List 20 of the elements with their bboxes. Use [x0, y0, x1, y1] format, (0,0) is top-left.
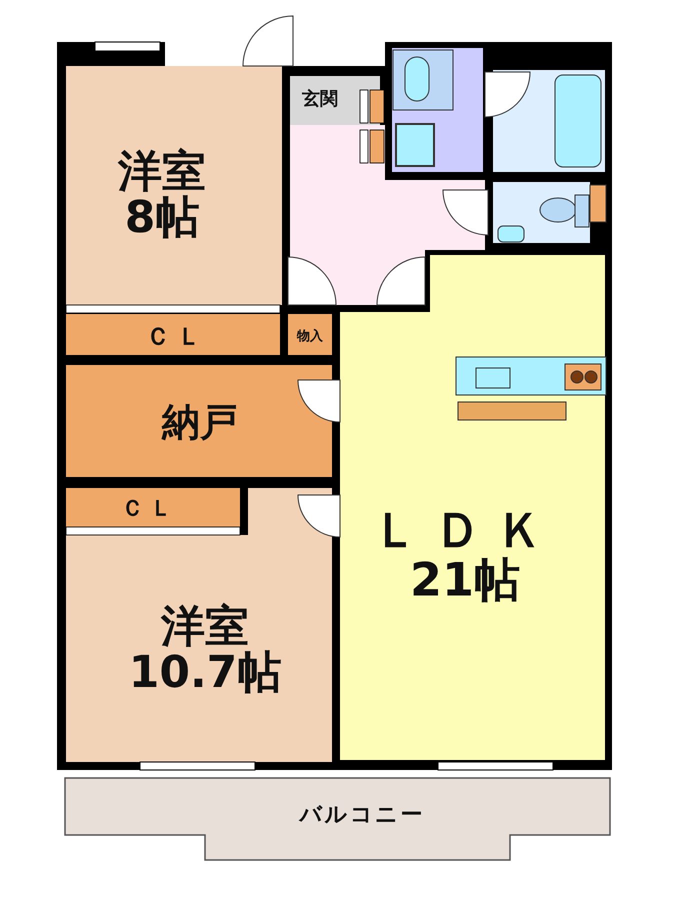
storage [288, 314, 332, 355]
bedroom [66, 66, 282, 305]
room-label: 物入 [297, 330, 323, 344]
room-label: 21帖 [410, 556, 520, 604]
bedroom [66, 488, 332, 762]
room-label: バルコニー [300, 803, 424, 827]
room-label: 洋室 [161, 604, 249, 650]
room-label: 10.7帖 [128, 650, 282, 696]
storeroom [66, 365, 332, 477]
closet [66, 488, 240, 527]
balcony [65, 778, 610, 860]
room-label: 洋室 [118, 148, 206, 195]
living-dining-kitchen [340, 255, 605, 760]
room-label: 8帖 [124, 195, 200, 242]
closet [66, 314, 280, 355]
room-label: ＬＤＫ [371, 506, 559, 556]
room-label: 玄関 [302, 90, 338, 110]
room-label: ＣＬ [146, 324, 208, 350]
room-label: 納戸 [162, 403, 238, 443]
room-label: ＣＬ [121, 497, 179, 521]
